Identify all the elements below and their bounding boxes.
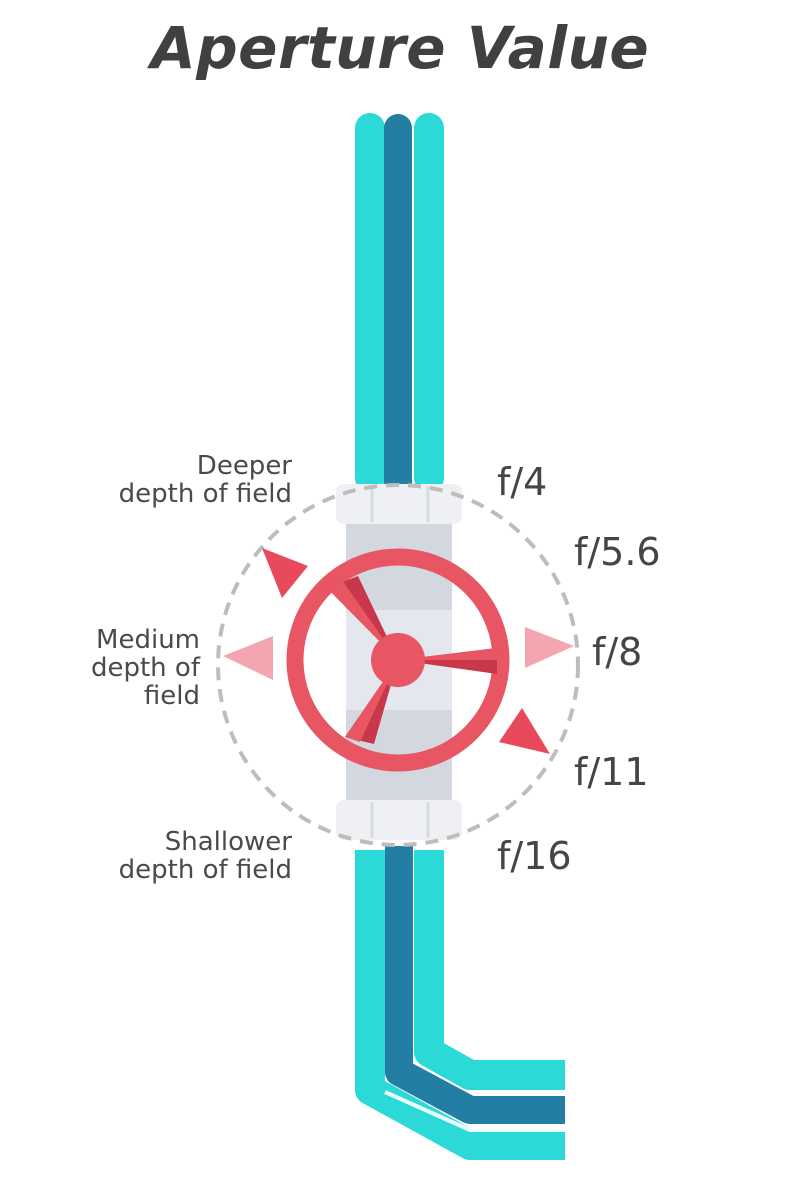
label-medium-line1: Medium bbox=[96, 625, 200, 655]
label-shallower-line2: depth of field bbox=[118, 855, 292, 885]
fstop-f11: f/11 bbox=[574, 750, 649, 794]
label-deeper-line1: Deeper bbox=[196, 451, 292, 481]
arrow-lower-right-icon bbox=[499, 708, 550, 754]
label-shallower-depth: Shallower depth of field bbox=[119, 828, 292, 884]
fstop-f8: f/8 bbox=[592, 630, 643, 674]
page-title: Aperture Value bbox=[150, 14, 650, 82]
label-medium-line3: field bbox=[143, 681, 200, 711]
fstop-f16: f/16 bbox=[497, 834, 572, 878]
label-medium-depth: Medium depth of field bbox=[91, 626, 200, 710]
fstop-f5-6: f/5.6 bbox=[574, 530, 661, 574]
arrow-upper-left-icon bbox=[262, 548, 308, 598]
arrow-right-icon bbox=[525, 627, 574, 668]
label-medium-line2: depth of bbox=[90, 653, 200, 683]
dashed-guide-circle bbox=[216, 483, 580, 847]
arrow-left-icon bbox=[223, 636, 273, 680]
fstop-f4: f/4 bbox=[497, 460, 548, 504]
valve-wheel-icon bbox=[286, 548, 510, 772]
top-pipe bbox=[355, 113, 444, 498]
label-shallower-line1: Shallower bbox=[164, 827, 292, 857]
label-deeper-depth: Deeper depth of field bbox=[119, 452, 292, 508]
bottom-pipe bbox=[355, 846, 565, 1160]
label-deeper-line2: depth of field bbox=[118, 479, 292, 509]
